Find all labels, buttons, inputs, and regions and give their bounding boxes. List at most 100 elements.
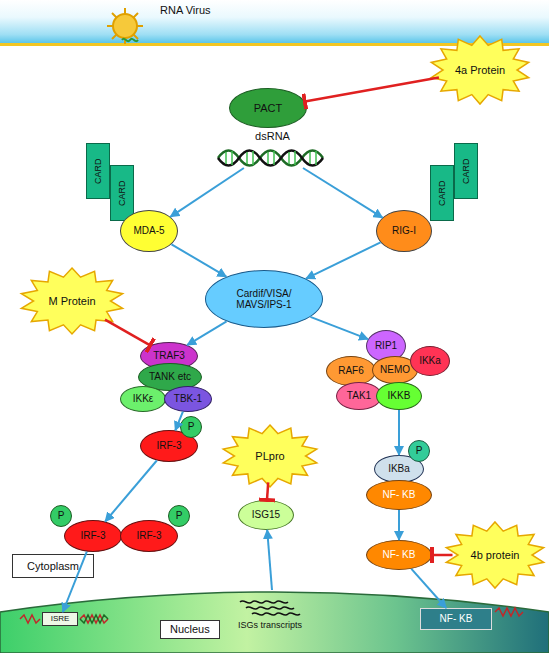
node-label: IKBa <box>388 463 410 475</box>
protein-ellipse: PACT <box>229 88 307 128</box>
node-label: P <box>176 510 183 522</box>
activation-arrow <box>172 244 227 276</box>
helix-rung <box>288 152 290 164</box>
virus-rna <box>122 39 138 41</box>
star-outline <box>431 36 528 104</box>
protein-ellipse: NF- KB <box>366 540 432 570</box>
node-label: NEMO <box>380 364 410 376</box>
transcript-wave <box>240 601 288 603</box>
node-label: CARD <box>117 180 127 206</box>
node-label: CARD <box>437 180 447 206</box>
node-label: ISRE <box>51 614 70 623</box>
phosphate-circle: P <box>180 416 202 438</box>
star-outline <box>223 425 317 487</box>
node-label: IKKε <box>133 393 154 405</box>
node-label: Cytoplasm <box>27 560 79 573</box>
protein-ellipse: IKKa <box>410 346 450 376</box>
node-label: Cardif/VISA/ MAVS/IPS-1 <box>224 288 304 311</box>
helix-strand <box>218 151 323 166</box>
dna-element-box: NF- KB <box>420 608 492 630</box>
node-label: MDA-5 <box>133 225 164 237</box>
phosphate-circle: P <box>168 505 190 527</box>
activation-arrow <box>303 168 383 218</box>
virus-band: RNA Virus <box>0 0 549 46</box>
viral-protein-star: 4a Protein <box>430 36 530 104</box>
virus-spike <box>137 25 143 27</box>
node-label: TANK etc <box>149 371 191 383</box>
dna-wave <box>20 615 40 623</box>
star-outline <box>446 522 543 588</box>
helix-rung <box>273 151 275 165</box>
activation-arrow <box>187 321 226 345</box>
protein-ellipse: ISG15 <box>238 500 294 530</box>
card-domain: CARD <box>86 143 110 199</box>
phosphate-circle: P <box>408 440 430 462</box>
helix-rung <box>315 151 317 165</box>
transcript-wave <box>252 613 300 615</box>
node-label: RNA Virus <box>160 4 211 17</box>
activation-arrow <box>175 412 183 431</box>
node-label: RIG-I <box>392 225 416 237</box>
card-domain: CARD <box>430 165 454 221</box>
node-label: P <box>416 445 423 457</box>
node-label: IRF-3 <box>137 530 162 542</box>
dna-wave <box>80 615 108 623</box>
activation-arrow <box>105 461 157 522</box>
phosphate-circle: P <box>50 505 72 527</box>
protein-ellipse: IRF-3 <box>64 520 122 552</box>
activation-arrow <box>411 569 446 608</box>
star-outline <box>21 268 122 334</box>
node-label: IRF-3 <box>81 530 106 542</box>
node-label: PLpro <box>255 450 284 463</box>
activation-arrow <box>398 410 400 455</box>
dsrna-helix <box>218 151 323 166</box>
virus-spike <box>124 38 126 44</box>
virus-spike <box>124 8 126 14</box>
node-label: TAK1 <box>347 390 371 402</box>
virus-spike <box>107 25 113 27</box>
nfkb-dna <box>495 608 523 616</box>
protein-ellipse: RAF6 <box>326 356 376 386</box>
node-label: RAF6 <box>338 365 364 377</box>
inhibition-line <box>105 320 150 346</box>
dna-wave <box>80 615 108 623</box>
activation-arrow <box>310 317 368 339</box>
viral-protein-star: 4b protein <box>445 522 545 588</box>
nucleus-outline <box>0 592 549 653</box>
node-label: P <box>58 510 65 522</box>
dna-wave <box>495 608 523 616</box>
activation-arrow <box>306 242 381 278</box>
node-label: PACT <box>254 102 283 115</box>
helix-rung <box>225 152 227 164</box>
node-label: TRAF3 <box>153 350 185 362</box>
helix-rungs <box>226 151 316 165</box>
receptor-ellipse: MDA-5 <box>120 210 178 252</box>
card-domain: CARD <box>454 143 478 199</box>
receptor-ellipse: RIG-I <box>376 210 432 252</box>
node-label: IRF-3 <box>157 440 182 452</box>
node-label: NF- KB <box>440 613 473 625</box>
protein-ellipse: NF- KB <box>366 480 432 510</box>
node-label: CARD <box>93 158 103 184</box>
nucleus-band: NucleusISRENF- KBISGs transcripts <box>0 590 549 653</box>
node-label: RIP1 <box>375 340 397 352</box>
transcript-wave <box>246 607 294 609</box>
protein-ellipse: TBK-1 <box>164 386 212 412</box>
helix-rung <box>231 151 233 165</box>
dsrna-molecule: dsRNA <box>215 130 330 168</box>
isre-dna <box>20 615 108 623</box>
protein-ellipse: IRF-3 <box>120 520 178 552</box>
inhibition-line <box>432 554 453 557</box>
helix-rung <box>252 151 254 165</box>
node-label: dsRNA <box>255 130 290 143</box>
helix-rung <box>267 152 269 164</box>
protein-ellipse: IKKB <box>376 382 422 410</box>
node-label: IKKa <box>419 355 441 367</box>
text-label: ISGs transcripts <box>238 620 302 630</box>
isg-transcripts <box>240 601 300 615</box>
node-label: NF- KB <box>383 489 416 501</box>
node-label: 4a Protein <box>455 64 505 77</box>
virus-spike <box>134 35 139 40</box>
